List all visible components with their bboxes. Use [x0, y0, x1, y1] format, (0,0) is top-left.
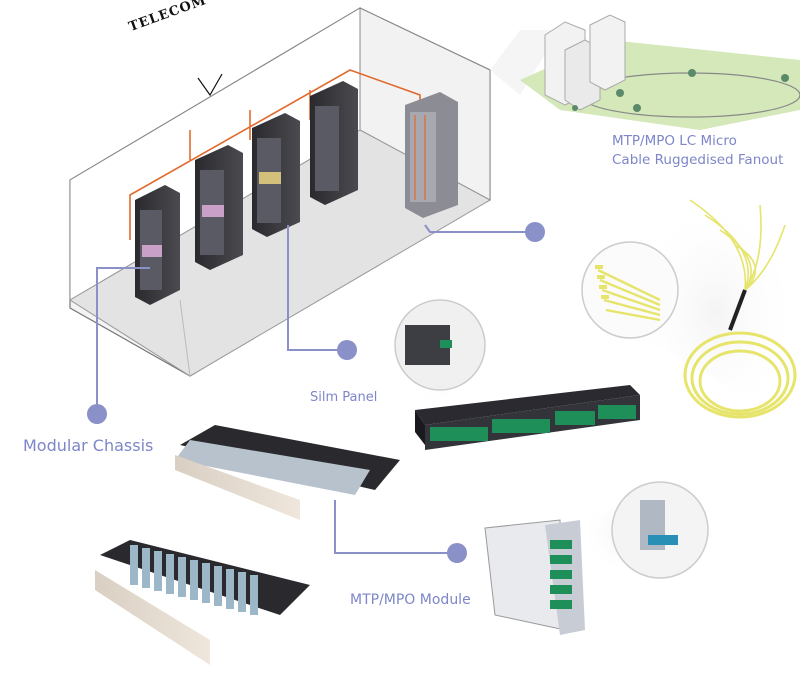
modular-chassis — [95, 425, 400, 665]
map-node — [633, 104, 641, 112]
server-racks — [135, 81, 458, 305]
office-pointer — [197, 73, 223, 97]
rack — [252, 113, 300, 237]
building — [544, 14, 626, 111]
connector-line-fanout — [424, 224, 535, 233]
rack-open — [405, 92, 458, 218]
rack — [195, 145, 243, 270]
connector-dot-slim — [337, 340, 357, 360]
mtp-module-label: MTP/MPO Module — [350, 592, 471, 608]
fanout-label: MTP/MPO LC Micro Cable Ruggedised Fanout — [612, 132, 783, 170]
mtp-module — [484, 481, 709, 635]
fanout-label-line2: Cable Ruggedised Fanout — [612, 152, 784, 168]
map-node — [688, 69, 696, 77]
connector-line-module — [334, 500, 455, 554]
campus-map — [490, 14, 800, 130]
connector-line-slim — [287, 225, 345, 351]
connector-dot-chassis — [87, 404, 107, 424]
rack — [310, 81, 358, 205]
fanout-label-line1: MTP/MPO LC Micro — [612, 133, 737, 149]
map-node — [572, 105, 578, 111]
connector-dot-module — [447, 543, 467, 563]
map-node — [781, 74, 789, 82]
modular-chassis-label: Modular Chassis — [23, 436, 154, 455]
slim-panel-label: Silm Panel — [310, 390, 378, 405]
overhead-cable — [129, 69, 421, 240]
connector-line-chassis — [96, 267, 150, 412]
connector-lines — [96, 224, 535, 554]
map-node — [616, 89, 624, 97]
fanout-cable — [581, 195, 800, 430]
connector-dot-fanout — [525, 222, 545, 242]
slim-panel — [394, 295, 640, 450]
rack — [135, 185, 180, 305]
